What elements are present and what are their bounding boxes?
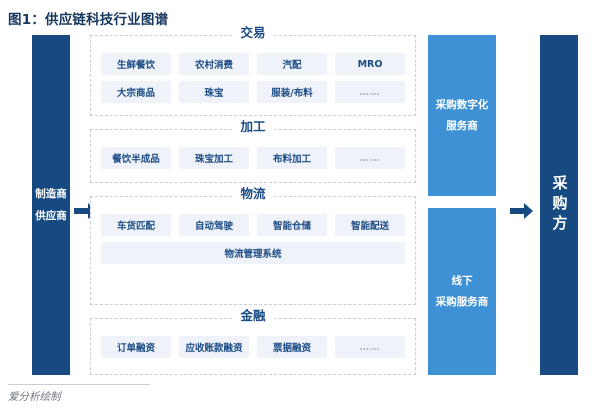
chip-item[interactable]: MRO [335, 53, 405, 75]
chip-item[interactable]: 车货匹配 [101, 214, 171, 236]
chip-item[interactable]: 农村消费 [179, 53, 249, 75]
footer-divider [8, 384, 150, 385]
buyer-label: 采购方 [550, 175, 569, 235]
chip-item[interactable]: 汽配 [257, 53, 327, 75]
chip-item[interactable]: 智能配送 [335, 214, 405, 236]
group-logistics: 物流 车货匹配 自动驾驶 智能仓储 智能配送 物流管理系统 [90, 187, 416, 305]
arrow-right-icon [510, 202, 534, 220]
supply-chain-industry-map: 制造商 供应商 交易 生鲜餐饮 农村消费 汽配 MRO 大宗商品 珠宝 服装/布… [0, 26, 600, 375]
chip-row: 生鲜餐饮 农村消费 汽配 MRO [101, 53, 405, 75]
chip-row: 餐饮半成品 珠宝加工 布料加工 …… [101, 147, 405, 169]
chip-item[interactable]: 珠宝 [179, 81, 249, 103]
chip-row: 大宗商品 珠宝 服装/布料 …… [101, 81, 405, 103]
group-body-logistics: 车货匹配 自动驾驶 智能仓储 智能配送 物流管理系统 [101, 214, 405, 264]
offline-service-line-1: 线下 [451, 275, 473, 287]
chip-item[interactable]: 智能仓储 [257, 214, 327, 236]
digital-service-line-2: 服务商 [446, 119, 478, 132]
group-body-transaction: 生鲜餐饮 农村消费 汽配 MRO 大宗商品 珠宝 服装/布料 …… [101, 53, 405, 103]
chip-row: 物流管理系统 [101, 242, 405, 264]
chip-item[interactable]: 生鲜餐饮 [101, 53, 171, 75]
group-processing: 加工 餐饮半成品 珠宝加工 布料加工 …… [90, 120, 416, 183]
chip-item[interactable]: 应收账款融资 [179, 336, 249, 358]
group-body-finance: 订单融资 应收账款融资 票据融资 …… [101, 336, 405, 358]
digital-service-line-1: 采购数字化 [435, 99, 489, 111]
chip-item[interactable]: 珠宝加工 [179, 147, 249, 169]
group-finance: 金融 订单融资 应收账款融资 票据融资 …… [90, 309, 416, 375]
group-title-logistics: 物流 [231, 187, 275, 201]
chip-item-more[interactable]: …… [335, 336, 405, 358]
offline-service-line-2: 采购服务商 [435, 295, 489, 308]
buyer-column: 采购方 [540, 35, 578, 375]
chip-item[interactable]: 自动驾驶 [179, 214, 249, 236]
chip-item[interactable]: 大宗商品 [101, 81, 171, 103]
supplier-label: 供应商 [35, 210, 67, 222]
group-title-transaction: 交易 [231, 26, 275, 40]
chip-item[interactable]: 服装/布料 [257, 81, 327, 103]
chip-item-more[interactable]: …… [335, 81, 405, 103]
manufacturer-supplier-column: 制造商 供应商 [32, 35, 70, 375]
offline-procurement-service-provider-column: 线下 采购服务商 [428, 208, 496, 375]
chip-row: 订单融资 应收账款融资 票据融资 …… [101, 336, 405, 358]
chip-item-more[interactable]: …… [335, 147, 405, 169]
procurement-digital-service-provider-column: 采购数字化 服务商 [428, 35, 496, 196]
group-title-finance: 金融 [231, 309, 275, 323]
group-transaction: 交易 生鲜餐饮 农村消费 汽配 MRO 大宗商品 珠宝 服装/布料 …… [90, 26, 416, 116]
chip-item[interactable]: 布料加工 [257, 147, 327, 169]
group-body-processing: 餐饮半成品 珠宝加工 布料加工 …… [101, 147, 405, 169]
chip-row: 车货匹配 自动驾驶 智能仓储 智能配送 [101, 214, 405, 236]
chip-item[interactable]: 餐饮半成品 [101, 147, 171, 169]
chip-item[interactable]: 物流管理系统 [101, 242, 405, 264]
group-title-processing: 加工 [231, 120, 275, 134]
page-title: 图1：供应链科技行业图谱 [8, 12, 169, 28]
source-credit: 爱分析绘制 [8, 391, 61, 403]
manufacturer-label: 制造商 [35, 187, 67, 200]
chip-item[interactable]: 订单融资 [101, 336, 171, 358]
chip-item[interactable]: 票据融资 [257, 336, 327, 358]
